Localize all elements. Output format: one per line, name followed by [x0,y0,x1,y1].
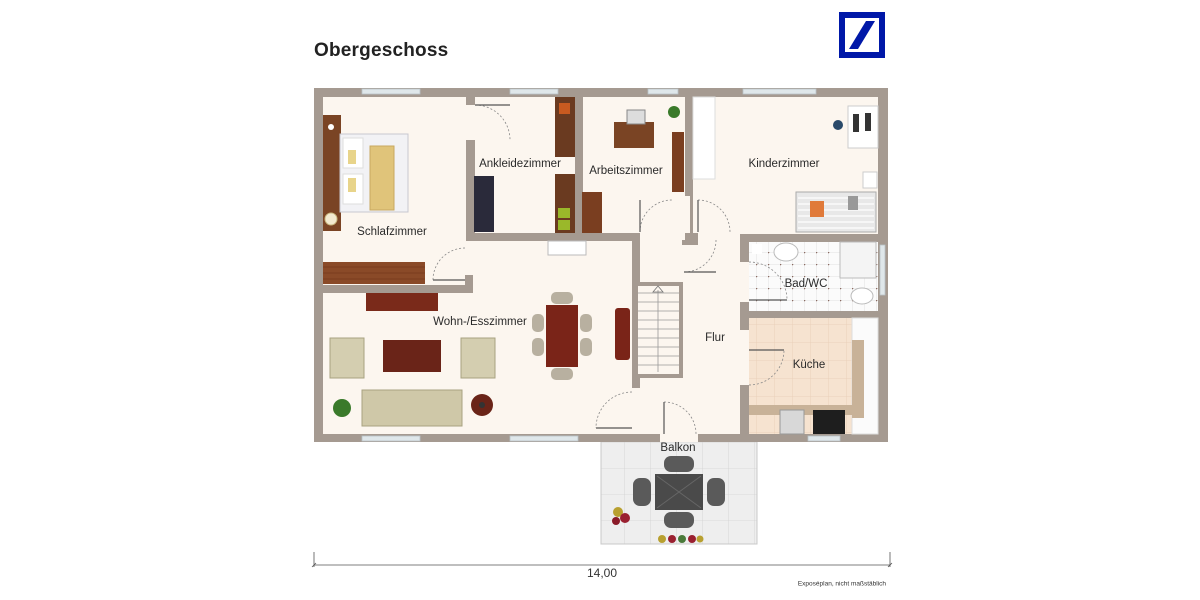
dimension-line [311,552,893,568]
width-dimension-label: 14,00 [586,566,618,580]
room-label-arbeitszimmer: Arbeitszimmer [589,165,663,177]
kitchen-fixtures [749,317,879,435]
room-label-kueche: Küche [792,359,826,371]
room-label-wohn-esszimmer: Wohn-/Esszimmer [433,316,527,328]
room-label-kinderzimmer: Kinderzimmer [748,158,820,170]
room-label-schlafzimmer: Schlafzimmer [357,226,427,238]
deutsche-bank-logo [839,12,885,58]
kids-room-furniture [692,96,879,233]
door-swings [432,104,788,435]
staircase [634,282,683,378]
office-furniture [614,106,684,192]
page-title: Obergeschoss [314,40,449,61]
windows [361,88,886,442]
dressing-room-furniture [474,97,602,233]
living-room-furniture [329,240,630,427]
bathroom-fixtures [752,241,877,305]
disclaimer-note: Exposéplan, nicht maßstäblich [797,580,886,588]
room-label-bad-wc: Bad/WC [784,278,828,290]
bedroom-furniture [323,115,425,284]
room-label-flur: Flur [705,332,725,344]
room-label-balkon: Balkon [660,442,696,454]
room-label-ankleidezimmer: Ankleidezimmer [479,158,561,170]
